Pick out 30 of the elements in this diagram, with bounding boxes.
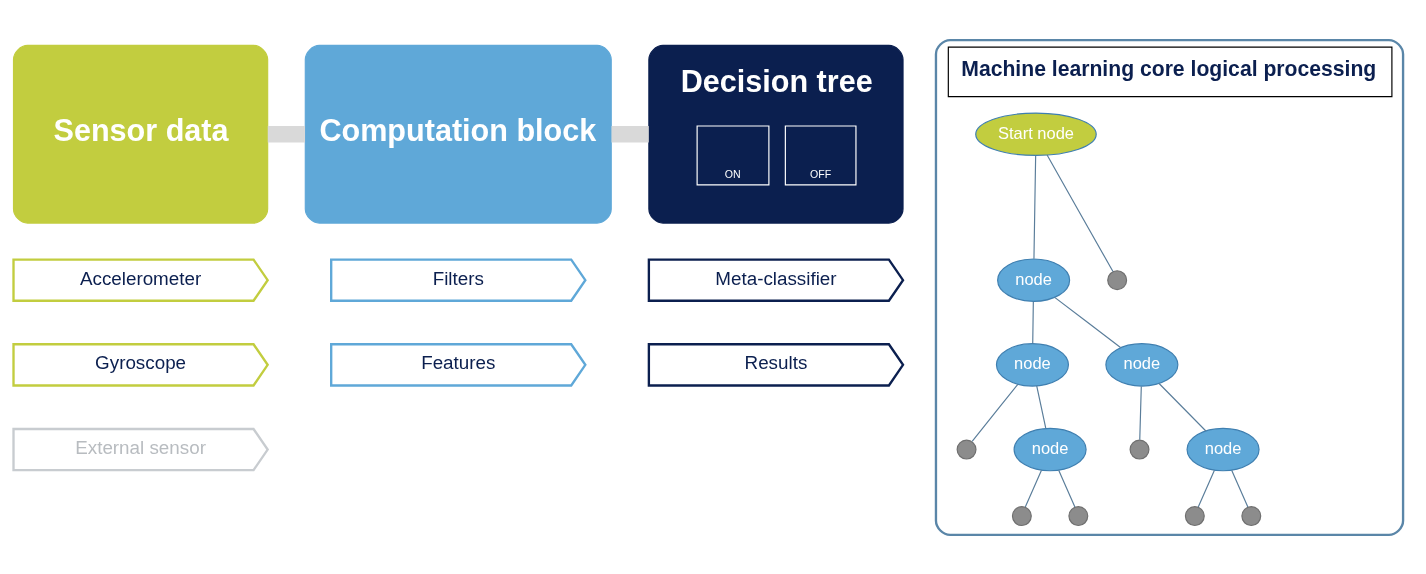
node-circle	[1011, 505, 1032, 526]
node-circle	[1107, 269, 1128, 290]
node-box: Sensor data	[12, 44, 269, 224]
node-ellipse: node	[997, 257, 1071, 302]
connector	[971, 383, 1019, 442]
node-circle	[956, 439, 977, 460]
node-ellipse: node	[995, 342, 1070, 387]
node-circle	[1129, 439, 1150, 460]
connector	[1058, 469, 1076, 508]
node-ellipse: node	[1186, 427, 1260, 471]
node-circle	[1068, 505, 1089, 526]
connector	[1139, 385, 1142, 440]
connector	[1046, 154, 1114, 272]
connector	[1033, 154, 1037, 259]
node-ellipse: Start node	[975, 111, 1097, 156]
node-circle	[1184, 505, 1205, 526]
connector	[1036, 384, 1047, 429]
node-circle	[1241, 505, 1262, 526]
node-ellipse: node	[1013, 427, 1087, 471]
connector	[611, 125, 649, 142]
connector	[1231, 469, 1249, 508]
connector	[1024, 469, 1043, 508]
connector	[1197, 469, 1215, 508]
node-box: Computation block	[304, 44, 612, 224]
node-box: Decision tree ON OFF	[648, 44, 904, 224]
node-ellipse: node	[1105, 342, 1179, 387]
connector	[1158, 382, 1207, 432]
connector	[1054, 296, 1122, 348]
connector	[1032, 300, 1034, 344]
connector	[267, 125, 305, 142]
